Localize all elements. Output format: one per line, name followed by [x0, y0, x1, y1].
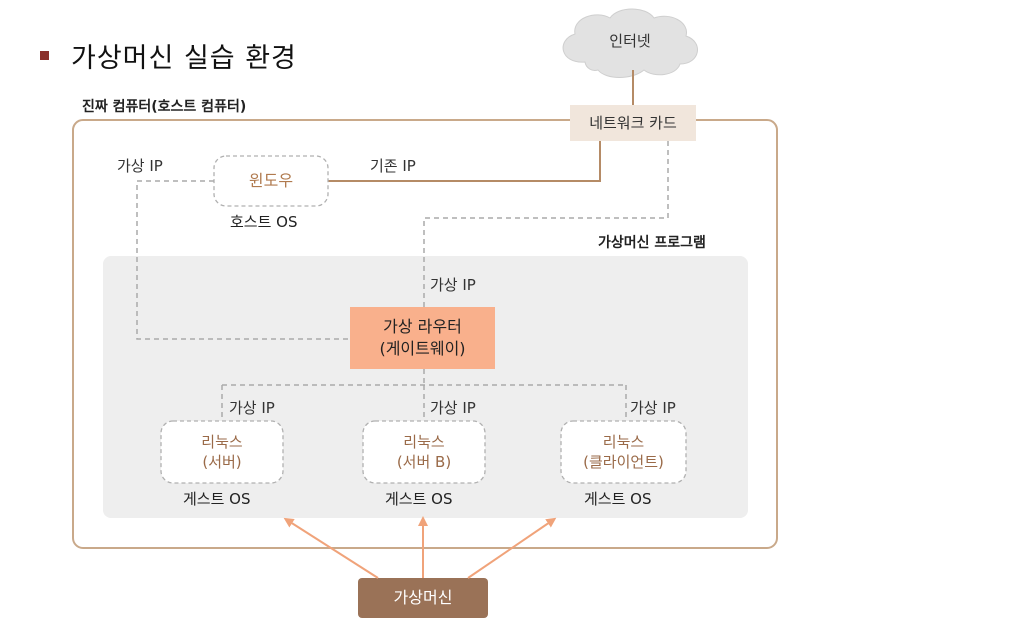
vm3-virtual-ip-label: 가상 IP: [630, 399, 676, 417]
windows-label: 윈도우: [248, 171, 294, 191]
vm1-virtual-ip-label: 가상 IP: [229, 399, 275, 417]
vm2-line2: (서버 B): [396, 453, 452, 471]
existing-ip-label: 기존 IP: [370, 157, 416, 175]
vm3-label: 리눅스 (클라이언트): [561, 421, 686, 483]
arrow-to-vm1: [283, 517, 379, 579]
internet-label: 인터넷: [609, 31, 651, 50]
vm2-label: 리눅스 (서버 B): [363, 421, 485, 483]
router-label: 가상 라우터 (게이트웨이): [350, 307, 495, 369]
vm-box-2: [362, 420, 486, 484]
vm1-line2: (서버): [202, 453, 242, 471]
vm1-label: 리눅스 (서버): [161, 421, 283, 483]
internet-cloud-icon: [562, 8, 698, 78]
arrow-to-vm3: [467, 517, 557, 579]
host-virtual-ip-label: 가상 IP: [117, 157, 163, 175]
router-label-line1: 가상 라우터: [383, 317, 462, 337]
vm1-os-label: 게스트 OS: [183, 490, 251, 508]
vm-box-3: [560, 420, 687, 484]
router-label-line2: (게이트웨이): [379, 339, 466, 358]
bullet-icon: [40, 51, 49, 60]
virtual-machine-box: [358, 578, 488, 618]
vm2-virtual-ip-label: 가상 IP: [430, 399, 476, 417]
vm2-os-label: 게스트 OS: [385, 490, 453, 508]
network-card-box: [570, 105, 696, 141]
virtual-machine-label: 가상머신: [393, 588, 453, 608]
host-computer-frame: [72, 119, 778, 549]
router-box: [350, 307, 495, 369]
host-computer-label: 진짜 컴퓨터(호스트 컴퓨터): [82, 99, 247, 115]
host-virtual-ip-line: [136, 180, 350, 340]
vm3-os-label: 게스트 OS: [584, 490, 652, 508]
vm3-line2: (클라이언트): [583, 453, 664, 471]
network-card-label: 네트워크 카드: [589, 113, 677, 132]
existing-ip-line: [328, 141, 601, 182]
vm1-line1: 리눅스: [201, 432, 243, 451]
nic-router-line: [423, 141, 669, 307]
vm3-line1: 리눅스: [602, 432, 645, 451]
host-os-label: 호스트 OS: [230, 213, 298, 231]
vm-box-1: [160, 420, 284, 484]
vm2-line1: 리눅스: [403, 432, 445, 451]
vm-program-label: 가상머신 프로그램: [598, 235, 706, 251]
router-virtual-ip-label: 가상 IP: [430, 276, 476, 294]
title-row: 가상머신 실습 환경: [40, 36, 297, 75]
page-title: 가상머신 실습 환경: [71, 43, 297, 74]
